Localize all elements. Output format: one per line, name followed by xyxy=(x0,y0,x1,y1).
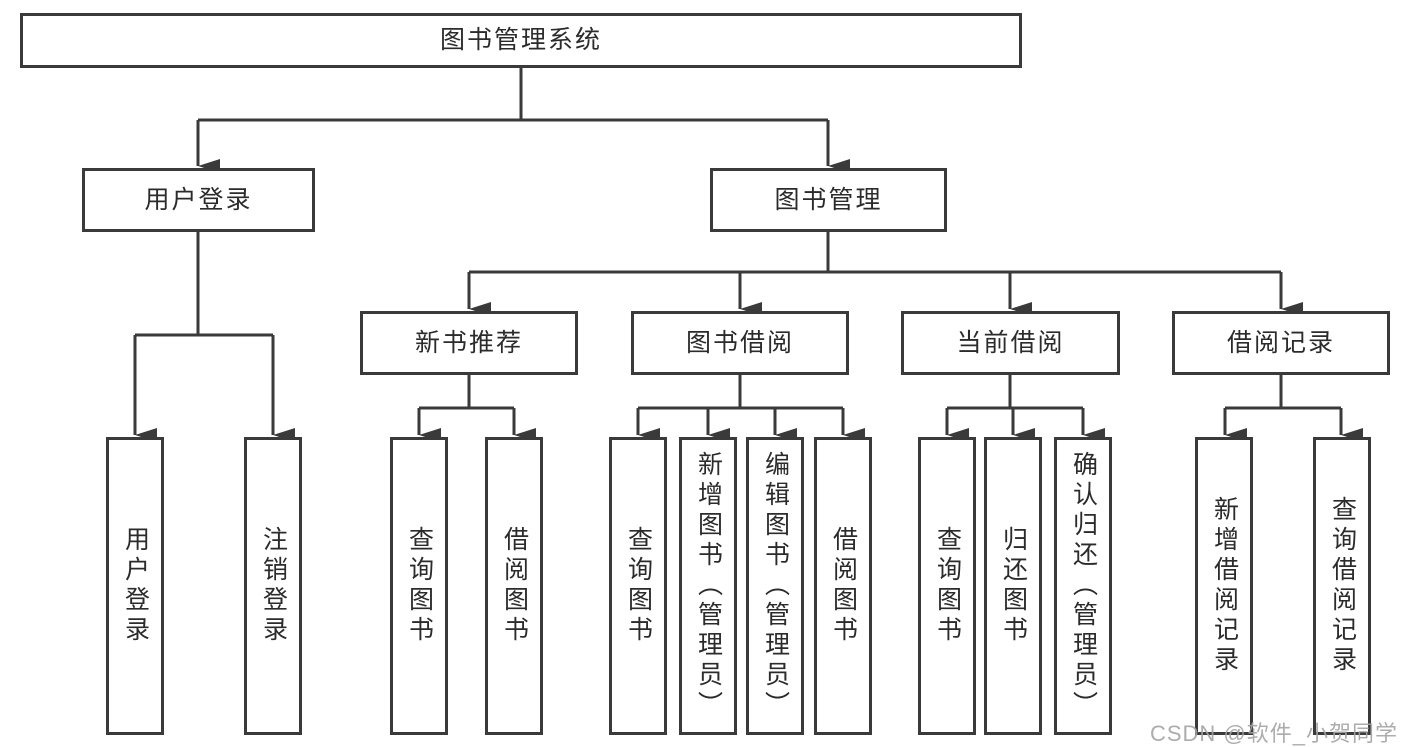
node-add-borrow-record: 新增借阅记录 xyxy=(1195,437,1253,735)
node-current-borrow: 当前借阅 xyxy=(901,311,1120,375)
node-new-book-recommend: 新书推荐 xyxy=(360,311,578,375)
node-query-book-recommend: 查询图书 xyxy=(390,437,448,735)
node-query-book-current: 查询图书 xyxy=(918,437,976,735)
node-edit-book-admin: 编辑图书（管理员） xyxy=(746,437,804,735)
node-user-login: 用户登录 xyxy=(82,168,315,232)
node-borrow-book-action: 借阅图书 xyxy=(814,437,872,735)
node-query-book-borrow: 查询图书 xyxy=(609,437,667,735)
node-book-borrow: 图书借阅 xyxy=(631,311,849,375)
watermark: CSDN @软件_小贺同学 xyxy=(1149,721,1398,746)
node-return-book: 归还图书 xyxy=(984,437,1042,735)
node-confirm-return-admin: 确认归还（管理员） xyxy=(1054,437,1112,735)
node-logout-action: 注销登录 xyxy=(244,437,302,735)
node-borrow-book-recommend: 借阅图书 xyxy=(485,437,543,735)
node-add-book-admin: 新增图书（管理员） xyxy=(679,437,737,735)
node-user-login-action: 用户登录 xyxy=(106,437,164,735)
node-query-borrow-record: 查询借阅记录 xyxy=(1313,437,1371,735)
node-root-system: 图书管理系统 xyxy=(20,13,1022,68)
node-borrow-record: 借阅记录 xyxy=(1172,311,1390,375)
node-book-management: 图书管理 xyxy=(710,168,947,232)
